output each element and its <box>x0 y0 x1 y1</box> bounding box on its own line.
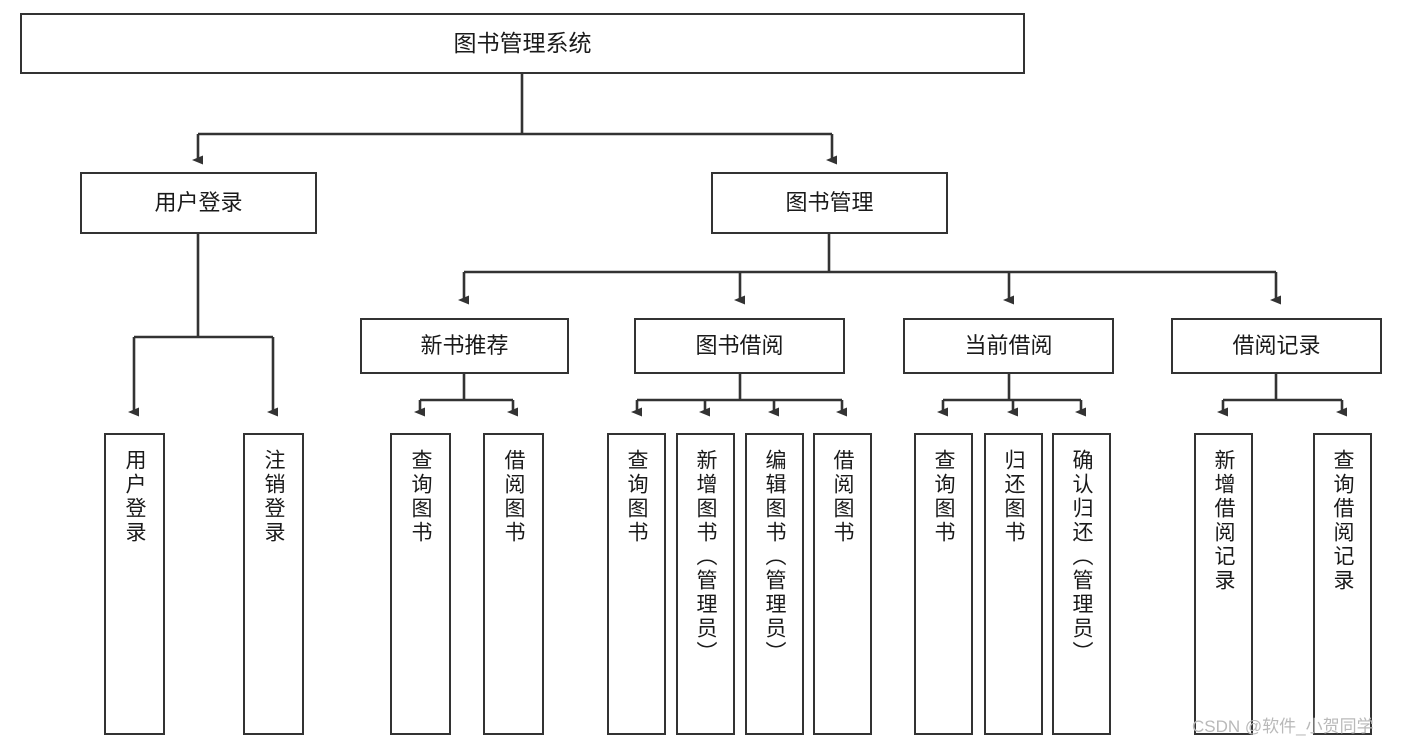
leaf-user-login-label: 用户登录 <box>123 449 146 545</box>
leaf-user-login[interactable]: 用户登录 <box>104 433 165 735</box>
leaf-logout[interactable]: 注销登录 <box>243 433 304 735</box>
node-book-management[interactable]: 图书管理 <box>711 172 948 234</box>
node-new-book-recommend[interactable]: 新书推荐 <box>360 318 569 374</box>
leaf-query-book-current-label: 查询图书 <box>932 449 955 545</box>
node-book-borrow[interactable]: 图书借阅 <box>634 318 845 374</box>
leaf-logout-label: 注销登录 <box>262 449 285 545</box>
node-borrow-record-label: 借阅记录 <box>1232 333 1321 359</box>
node-user-login-label: 用户登录 <box>154 190 243 216</box>
node-book-borrow-label: 图书借阅 <box>695 333 784 359</box>
leaf-edit-book-admin-label: 编辑图书（管理员） <box>763 449 786 665</box>
node-current-borrow[interactable]: 当前借阅 <box>903 318 1114 374</box>
node-current-borrow-label: 当前借阅 <box>964 333 1053 359</box>
node-root[interactable]: 图书管理系统 <box>20 13 1025 74</box>
leaf-borrow-book-label: 借阅图书 <box>831 449 854 545</box>
leaf-borrow-book-recommend[interactable]: 借阅图书 <box>483 433 544 735</box>
node-book-management-label: 图书管理 <box>785 190 874 216</box>
leaf-query-book-current[interactable]: 查询图书 <box>914 433 973 735</box>
leaf-query-book-recommend[interactable]: 查询图书 <box>390 433 451 735</box>
leaf-return-book[interactable]: 归还图书 <box>984 433 1043 735</box>
leaf-query-book-recommend-label: 查询图书 <box>409 449 432 545</box>
leaf-add-book-admin[interactable]: 新增图书（管理员） <box>676 433 735 735</box>
leaf-edit-book-admin[interactable]: 编辑图书（管理员） <box>745 433 804 735</box>
leaf-add-borrow-record[interactable]: 新增借阅记录 <box>1194 433 1253 735</box>
leaf-query-book-borrow-label: 查询图书 <box>625 449 648 545</box>
leaf-query-book-borrow[interactable]: 查询图书 <box>607 433 666 735</box>
leaf-return-book-label: 归还图书 <box>1002 449 1025 545</box>
node-root-label: 图书管理系统 <box>453 29 592 56</box>
node-user-login[interactable]: 用户登录 <box>80 172 317 234</box>
leaf-borrow-book-recommend-label: 借阅图书 <box>502 449 525 545</box>
node-new-book-recommend-label: 新书推荐 <box>420 333 509 359</box>
leaf-add-borrow-record-label: 新增借阅记录 <box>1212 449 1235 593</box>
node-borrow-record[interactable]: 借阅记录 <box>1171 318 1382 374</box>
leaf-query-borrow-record[interactable]: 查询借阅记录 <box>1313 433 1372 735</box>
leaf-add-book-admin-label: 新增图书（管理员） <box>694 449 717 665</box>
leaf-confirm-return-admin[interactable]: 确认归还（管理员） <box>1052 433 1111 735</box>
leaf-borrow-book[interactable]: 借阅图书 <box>813 433 872 735</box>
leaf-confirm-return-admin-label: 确认归还（管理员） <box>1070 449 1093 665</box>
leaf-query-borrow-record-label: 查询借阅记录 <box>1331 449 1354 593</box>
